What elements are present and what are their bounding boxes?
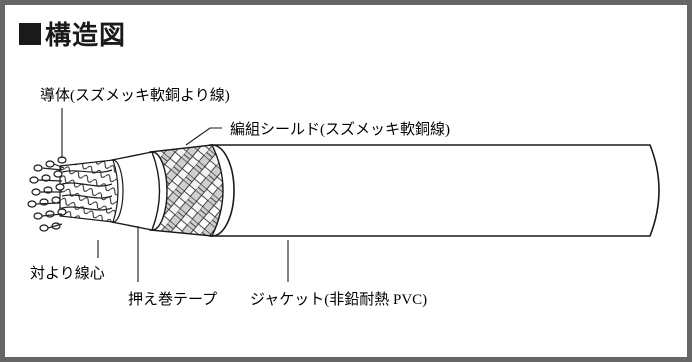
- jacket: [189, 144, 660, 237]
- leader-lines: [61, 108, 289, 282]
- diagram-title: 構造図: [19, 15, 126, 52]
- label-jacket: ジャケット(非鉛耐熱 PVC): [250, 292, 428, 308]
- conductor-ends: [27, 156, 67, 232]
- label-tape: 押え巻テープ: [128, 292, 218, 308]
- twisted-pairs: [59, 159, 119, 223]
- leader-shield: [185, 127, 222, 146]
- label-core: 対より線心: [30, 266, 105, 282]
- title-text: 構造図: [45, 21, 127, 51]
- title-square-icon: [19, 22, 41, 45]
- label-shield: 編組シールド(スズメッキ軟銅線): [230, 122, 450, 138]
- label-conductor: 導体(スズメッキ軟銅より線): [40, 88, 230, 104]
